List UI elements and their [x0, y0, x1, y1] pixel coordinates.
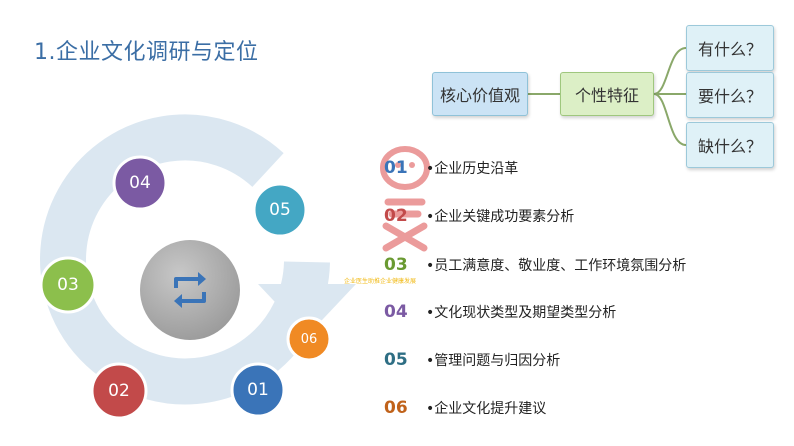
- list-text: •企业历史沿革: [426, 161, 519, 177]
- node-03-label: 03: [57, 275, 79, 295]
- node-06-circle: [286, 316, 332, 362]
- watermark-text: 企业医生助推企业健康发展: [344, 278, 417, 285]
- list-item: 06 •企业文化提升建议: [384, 398, 546, 418]
- node-04-label: 04: [129, 173, 151, 193]
- node-01-circle: [230, 362, 286, 418]
- list-text: •企业关键成功要素分析: [426, 209, 575, 225]
- question-want-box: 要什么？: [686, 72, 774, 118]
- cycle-arrow-head: [258, 284, 356, 336]
- list-item: 03 •员工满意度、敬业度、工作环境氛围分析: [384, 255, 686, 275]
- list-number: 02: [384, 206, 408, 226]
- list-item: 01 •企业历史沿革: [384, 158, 518, 178]
- list-text: •文化现状类型及期望类型分析: [426, 305, 617, 321]
- page-title: 1.企业文化调研与定位: [34, 40, 259, 65]
- node-01-label: 01: [247, 380, 269, 400]
- list-text: •管理问题与归因分析: [426, 353, 561, 369]
- list-text: •企业文化提升建议: [426, 401, 547, 417]
- node-05-circle: [252, 182, 308, 238]
- question-lack-box: 缺什么？: [686, 122, 774, 168]
- node-05-label: 05: [269, 200, 291, 220]
- list-number: 05: [384, 350, 408, 370]
- list-item: 05 •管理问题与归因分析: [384, 350, 560, 370]
- list-text: •员工满意度、敬业度、工作环境氛围分析: [426, 258, 687, 274]
- list-number: 01: [384, 158, 408, 178]
- question-have-box: 有什么？: [686, 25, 774, 71]
- list-number: 03: [384, 255, 408, 275]
- list-item: 04 •文化现状类型及期望类型分析: [384, 302, 616, 322]
- list-item: 02 •企业关键成功要素分析: [384, 206, 574, 226]
- list-number: 06: [384, 398, 408, 418]
- refresh-icon: [174, 272, 206, 308]
- personality-traits-box: 个性特征: [560, 72, 654, 116]
- list-number: 04: [384, 302, 408, 322]
- node-02-label: 02: [108, 381, 130, 401]
- node-04-circle: [112, 155, 168, 211]
- node-03-circle: [39, 256, 97, 314]
- node-02-circle: [90, 362, 148, 420]
- core-values-box: 核心价值观: [432, 72, 528, 116]
- node-06-label: 06: [300, 331, 318, 347]
- cycle-center: [140, 240, 240, 340]
